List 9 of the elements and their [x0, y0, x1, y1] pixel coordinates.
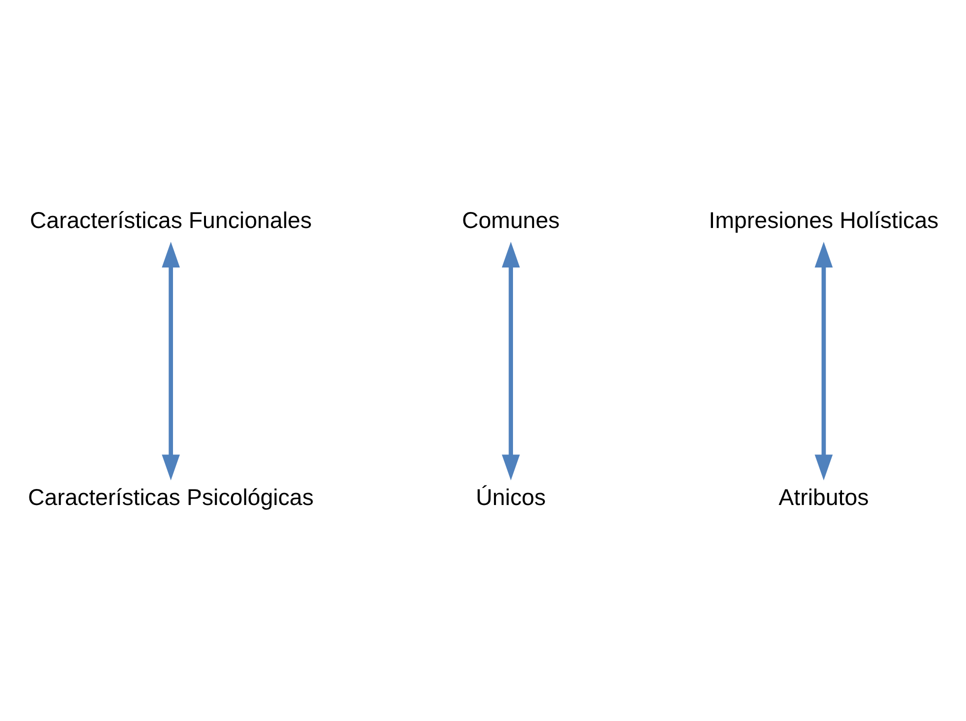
- node-text: Atributos: [778, 484, 869, 510]
- arrow: [162, 241, 180, 480]
- arrow: [502, 241, 520, 480]
- node-text: Características Funcionales: [30, 206, 312, 232]
- arrow: [814, 241, 833, 480]
- node-text: Impresiones Holísticas: [708, 206, 939, 232]
- node-text: Únicos: [476, 484, 546, 510]
- node-text: Comunes: [462, 206, 560, 232]
- node-text: Características Psicológicas: [28, 484, 314, 510]
